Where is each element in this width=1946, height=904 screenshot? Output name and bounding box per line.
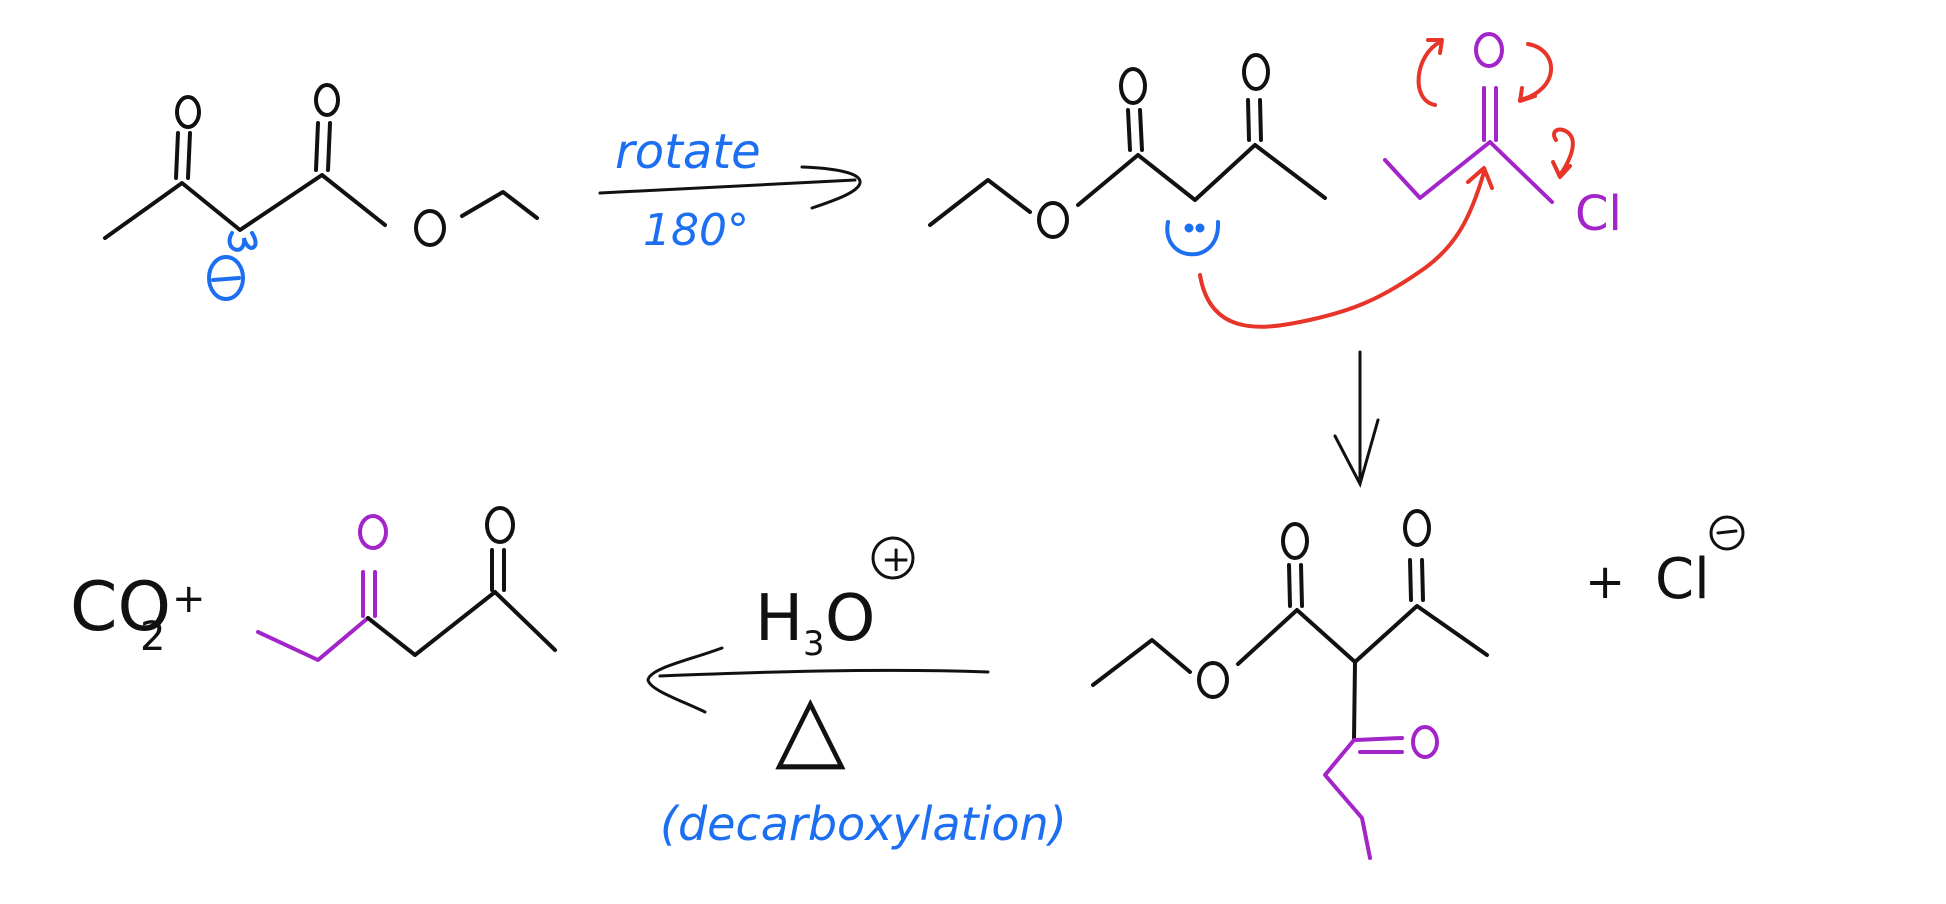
decarboxylation-arrow: [646, 646, 990, 714]
positive-charge: [871, 536, 915, 580]
ester-double-bond-b: [1299, 563, 1304, 608]
ester-double-bond-a: [1126, 108, 1132, 152]
heat-symbol: △: [775, 673, 846, 780]
chloride-label: Cl: [1655, 547, 1710, 612]
rotate-label: rotate: [615, 124, 761, 180]
hydronium-subscript: 3: [803, 624, 825, 664]
ketone-double-bond-b: [186, 131, 192, 180]
co2-plus-sign: +: [172, 576, 206, 622]
ester-carbonyl-oxygen: [1119, 67, 1147, 105]
carbonyl-oxygen: [1474, 32, 1504, 68]
diketone-product-molecule: [256, 506, 557, 662]
acyl-chloride-skeleton: [1383, 140, 1554, 204]
negative-charge: [1709, 515, 1745, 551]
ester-double-bond-b: [1138, 108, 1144, 152]
ester-ether-oxygen: [1037, 201, 1069, 239]
enolate-molecule: [103, 83, 539, 247]
ester-double-bond-a: [1287, 563, 1292, 608]
chlorine-label: Cl: [1575, 186, 1622, 242]
ketone-double-bond-a: [1246, 98, 1251, 142]
rotated-enolate-molecule: [928, 53, 1327, 239]
diketone-skeleton: [366, 590, 557, 657]
plus-sign: +: [1585, 554, 1625, 610]
hydronium-h: H: [755, 582, 803, 656]
hydronium-o: O: [825, 582, 875, 656]
product-skeleton: [1236, 604, 1489, 666]
negative-charge-label: −: [0, 0, 1, 1]
decarboxylation-label: (decarboxylation): [660, 797, 1067, 851]
oxygen-reform-arrow: [1518, 42, 1554, 102]
carbanion-lone-pair: [1165, 220, 1221, 257]
ketone-double-bond-b: [1258, 98, 1263, 142]
new-acyl-group: [1323, 725, 1439, 860]
alpha-c-bond: [1352, 660, 1357, 742]
acylated-product-molecule: [1091, 509, 1489, 742]
oxygen-legend: O: [0, 0, 1, 1]
positive-charge-label: +: [881, 539, 911, 580]
ketone-double-bond-a: [1408, 558, 1413, 602]
ester-ether-oxygen: [414, 209, 446, 247]
nucleophilic-attack-arrow: [1198, 170, 1486, 329]
down-arrow: [1333, 350, 1380, 489]
ketone-oxygen: [175, 95, 201, 129]
pi-bond-to-oxygen-arrow: [1416, 40, 1442, 107]
ketone-double-bond-a: [174, 131, 180, 180]
carbanion-lone-pair: [207, 231, 258, 301]
ester-ether-oxygen: [1197, 661, 1229, 699]
ketone-double-bond-b: [1420, 558, 1425, 602]
rotate-arrow: [598, 165, 862, 210]
mechanism-arrows: [1198, 38, 1575, 329]
enolate-skeleton: [103, 173, 387, 240]
new-ketone-chain: [256, 616, 370, 662]
chloride-leaving-arrow: [1552, 127, 1575, 177]
ethyl-group: [928, 178, 1032, 227]
nucleophilic-attack-arrowhead: [1466, 166, 1494, 190]
co2-label: CO: [70, 568, 171, 647]
ester-double-bond-a: [314, 121, 320, 172]
rotated-skeleton: [1076, 143, 1327, 207]
ethyl-group: [460, 190, 539, 220]
new-ketone-oxygen: [358, 514, 388, 550]
ketone-oxygen: [1242, 53, 1270, 91]
ketone-oxygen: [1403, 509, 1431, 547]
co2-subscript: 2: [140, 614, 165, 660]
ethyl-group: [1091, 638, 1192, 687]
ketone-oxygen: [485, 506, 515, 544]
ester-double-bond-b: [326, 121, 332, 172]
ester-carbonyl-oxygen: [314, 83, 340, 117]
ester-carbonyl-oxygen: [1281, 522, 1309, 560]
acyl-chloride-molecule: [1383, 32, 1554, 204]
rotate-degrees-label: 180°: [643, 205, 749, 256]
